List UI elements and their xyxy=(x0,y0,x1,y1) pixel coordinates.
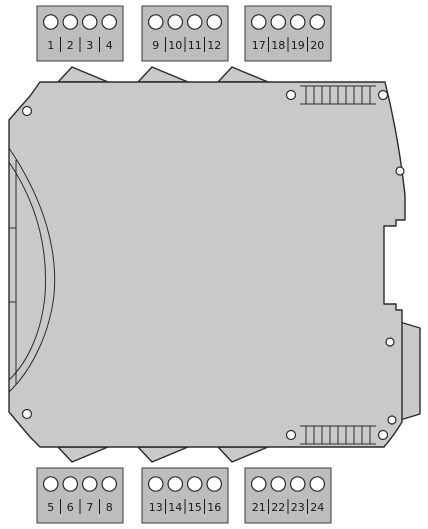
bottom-plug-1 xyxy=(57,446,109,463)
terminal-screw-4 xyxy=(101,14,118,30)
terminal-label-20: 20 xyxy=(310,39,324,52)
terminal-label-15: 15 xyxy=(188,501,202,514)
front-panel-curve xyxy=(8,147,56,393)
rail-clip xyxy=(399,321,421,421)
terminal-screw-15 xyxy=(186,476,203,492)
screw-hole-right-lower xyxy=(387,415,397,425)
screw-hole-bottom-vent-right xyxy=(377,429,389,441)
terminal-label-14: 14 xyxy=(168,501,182,514)
terminal-label-16: 16 xyxy=(207,501,221,514)
terminal-label-11: 11 xyxy=(188,39,202,52)
terminal-screw-3 xyxy=(81,14,98,30)
screw-hole-right-middle xyxy=(385,337,395,347)
top-terminal-block-3: 17 18 19 20 xyxy=(244,5,332,62)
bottom-terminal-block-3: 21 22 23 24 xyxy=(244,467,332,524)
terminal-screw-20 xyxy=(309,14,326,30)
terminal-screw-21 xyxy=(250,476,267,492)
terminal-label-21: 21 xyxy=(252,501,266,514)
terminal-label-24: 24 xyxy=(310,501,324,514)
bottom-terminal-block-2: 13 14 15 16 xyxy=(141,467,229,524)
terminal-label-22: 22 xyxy=(271,501,285,514)
terminal-screw-16 xyxy=(206,476,223,492)
front-panel-notch xyxy=(9,227,16,303)
terminal-screw-23 xyxy=(289,476,306,492)
terminal-label-19: 19 xyxy=(291,39,305,52)
terminal-label-12: 12 xyxy=(207,39,221,52)
top-plug-3 xyxy=(217,66,269,83)
bottom-plugs xyxy=(57,446,269,463)
terminal-screw-7 xyxy=(81,476,98,492)
top-vent xyxy=(300,85,376,105)
terminal-label-17: 17 xyxy=(252,39,266,52)
terminal-screw-22 xyxy=(270,476,287,492)
terminal-label-8: 8 xyxy=(106,501,113,514)
top-plug-2 xyxy=(137,66,189,83)
terminal-screw-18 xyxy=(270,14,287,30)
terminal-screw-9 xyxy=(147,14,164,30)
terminal-screw-6 xyxy=(62,476,79,492)
terminal-label-5: 5 xyxy=(47,501,54,514)
terminal-label-1: 1 xyxy=(47,39,54,52)
top-terminal-block-2: 9 10 11 12 xyxy=(141,5,229,62)
terminal-screw-5 xyxy=(42,476,59,492)
terminal-label-13: 13 xyxy=(149,501,163,514)
screw-hole-right-upper xyxy=(395,166,405,176)
top-plug-1 xyxy=(57,66,109,83)
front-panel-curve-inner xyxy=(8,161,46,381)
bottom-vent xyxy=(300,425,376,445)
terminal-label-7: 7 xyxy=(86,501,93,514)
terminal-label-9: 9 xyxy=(152,39,159,52)
module-housing xyxy=(8,81,406,448)
screw-hole-top-left xyxy=(21,105,33,117)
terminal-screw-17 xyxy=(250,14,267,30)
terminal-label-23: 23 xyxy=(291,501,305,514)
terminal-label-3: 3 xyxy=(86,39,93,52)
terminal-screw-2 xyxy=(62,14,79,30)
terminal-label-18: 18 xyxy=(271,39,285,52)
terminal-screw-8 xyxy=(101,476,118,492)
terminal-label-6: 6 xyxy=(67,501,74,514)
terminal-screw-10 xyxy=(167,14,184,30)
terminal-screw-14 xyxy=(167,476,184,492)
terminal-screw-19 xyxy=(289,14,306,30)
terminal-label-4: 4 xyxy=(106,39,113,52)
terminal-screw-1 xyxy=(42,14,59,30)
terminal-screw-13 xyxy=(147,476,164,492)
terminal-label-2: 2 xyxy=(67,39,74,52)
top-plugs xyxy=(57,66,269,83)
screw-hole-top-vent-right xyxy=(377,89,389,101)
terminal-screw-24 xyxy=(309,476,326,492)
bottom-plug-3 xyxy=(217,446,269,463)
terminal-screw-12 xyxy=(206,14,223,30)
bottom-plug-2 xyxy=(137,446,189,463)
screw-hole-top-vent-left xyxy=(285,89,297,101)
screw-hole-bottom-vent-left xyxy=(285,429,297,441)
terminal-screw-11 xyxy=(186,14,203,30)
screw-hole-bottom-left xyxy=(21,408,33,420)
terminal-label-10: 10 xyxy=(168,39,182,52)
